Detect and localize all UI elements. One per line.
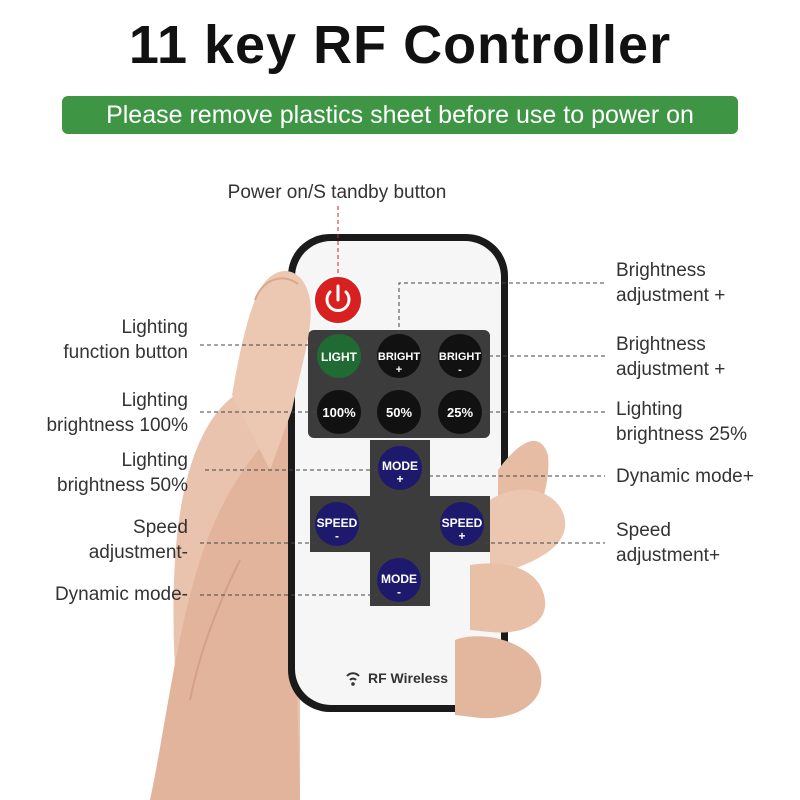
speed-down-button[interactable]: SPEED -	[315, 502, 359, 546]
power-icon	[325, 284, 351, 312]
mode-down-button[interactable]: MODE -	[377, 558, 421, 602]
speed-down-sign: -	[335, 529, 339, 543]
bright-down-label: BRIGHT	[439, 351, 481, 363]
brightness-50-label: 50%	[386, 405, 412, 420]
brightness-25-label: 25%	[447, 405, 473, 420]
light-button[interactable]: LIGHT	[317, 334, 361, 378]
light-button-label: LIGHT	[321, 350, 358, 364]
mode-down-label: MODE	[381, 572, 417, 586]
power-button[interactable]	[313, 275, 363, 325]
brightness-100-button[interactable]: 100%	[317, 390, 361, 434]
hand-illustration	[150, 380, 300, 800]
bright-down-button[interactable]: BRIGHT -	[438, 334, 482, 378]
hand-fingers	[189, 270, 566, 719]
bright-down-sign: -	[458, 364, 462, 376]
mode-up-sign: +	[396, 472, 403, 486]
mode-down-sign: -	[397, 585, 401, 599]
callout-power: Power on/S tandby button	[227, 182, 447, 203]
speed-down-label: SPEED	[317, 516, 358, 530]
notice-banner: Please remove plastics sheet before use …	[62, 96, 738, 134]
speed-up-button[interactable]: SPEED +	[440, 502, 484, 546]
callout-lines	[200, 206, 605, 596]
speed-up-sign: +	[458, 529, 465, 543]
mode-up-label: MODE	[382, 459, 418, 473]
brightness-25-button[interactable]: 25%	[438, 390, 482, 434]
mode-up-button[interactable]: MODE +	[378, 446, 422, 490]
brightness-50-button[interactable]: 50%	[377, 390, 421, 434]
callout-dynamic-plus: Dynamic mode+	[616, 466, 754, 487]
bright-up-sign: +	[396, 364, 402, 376]
brightness-100-label: 100%	[322, 405, 356, 420]
bright-up-button[interactable]: BRIGHT +	[377, 334, 421, 378]
wireless-signal-icon	[346, 672, 360, 686]
bright-up-label: BRIGHT	[378, 351, 420, 363]
callout-dynamic-minus: Dynamic mode-	[54, 584, 188, 605]
speed-up-label: SPEED	[442, 516, 483, 530]
brand-label: RF Wireless	[368, 670, 448, 686]
page-title: 11 key RF Controller	[128, 15, 672, 75]
